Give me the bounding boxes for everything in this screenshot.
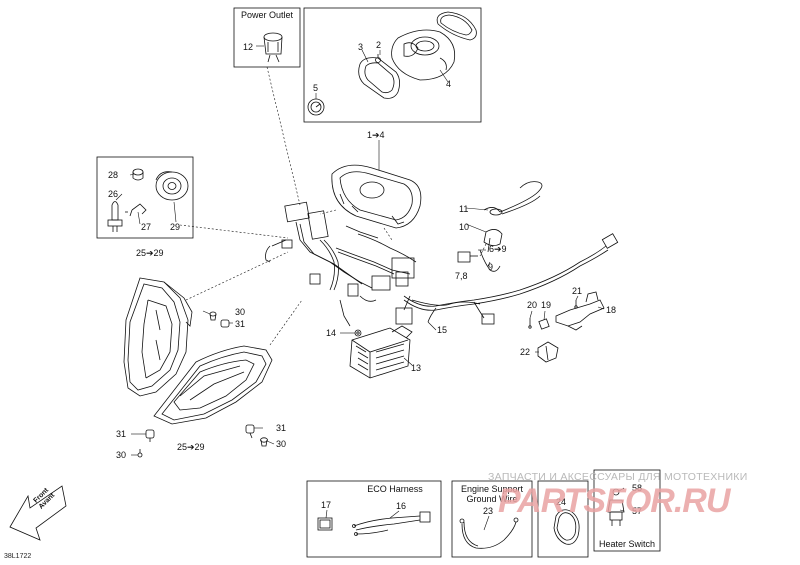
- callout-26: 26: [108, 189, 119, 199]
- callout-14: 14: [326, 328, 337, 338]
- watermark-text: ЗАПЧАСТИ И АКСЕССУАРЫ ДЛЯ МОТОТЕХНИКИ: [488, 471, 748, 483]
- headlight-assembly-part: [123, 277, 193, 397]
- callout-31-c: 31: [276, 423, 287, 433]
- bulb-clip-part: [129, 203, 147, 217]
- analog-gauge-part: [307, 98, 325, 116]
- main-harness-part: [265, 201, 481, 327]
- callout-12: 12: [243, 42, 254, 52]
- heater-switch-title: Heater Switch: [598, 539, 656, 549]
- screw-part-2: [375, 54, 381, 63]
- fastener-19-part: [538, 318, 550, 330]
- engine-support-title-line1: Engine Support: [460, 484, 524, 494]
- callout-30-b: 30: [116, 450, 127, 460]
- callout-24: 24: [556, 497, 567, 507]
- headlight-lens-part: [153, 345, 273, 425]
- power-outlet-part: [263, 32, 283, 63]
- callout-27: 27: [141, 222, 152, 232]
- callout-18: 18: [606, 305, 617, 315]
- screw-21-part: [574, 300, 578, 309]
- power-outlet-title: Power Outlet: [240, 10, 294, 20]
- callout-15: 15: [437, 325, 448, 335]
- connector-6-9-part: [457, 181, 543, 272]
- diagram-code: 38L1722: [4, 553, 32, 560]
- callout-19: 19: [541, 300, 552, 310]
- callout-10: 10: [459, 222, 470, 232]
- callout-21: 21: [572, 286, 583, 296]
- ground-wire-part: [459, 517, 519, 549]
- eco-harness-part: [352, 511, 431, 536]
- screw-30-bottom-left-part: [137, 449, 143, 458]
- bracket-18-part: [555, 291, 605, 331]
- bulb-cover-part: [155, 171, 189, 201]
- front-arrow-icon: [9, 485, 67, 541]
- engine-support-frame: [451, 480, 533, 558]
- screw-20-part: [528, 318, 532, 329]
- callout-3: 3: [358, 42, 364, 52]
- callout-30-a: 30: [235, 307, 246, 317]
- callout-16: 16: [396, 501, 407, 511]
- callout-25to29-bottom: 25➔29: [177, 442, 205, 452]
- grommet-30-part: [209, 311, 217, 321]
- heater-switch-part: [607, 488, 625, 526]
- callout-31-a: 31: [235, 319, 246, 329]
- harness-15-part: [403, 233, 619, 325]
- callout-23: 23: [483, 506, 494, 516]
- clip-31-part: [220, 319, 230, 328]
- callout-28: 28: [108, 170, 119, 180]
- voltage-regulator-part: [349, 325, 413, 379]
- callout-17: 17: [321, 500, 332, 510]
- engine-support-title-line2: Ground Wire: [466, 494, 518, 504]
- leader-lines: [115, 45, 625, 531]
- callout-5: 5: [313, 83, 319, 93]
- callout-4: 4: [446, 79, 452, 89]
- assembly-lines: [179, 66, 487, 346]
- clip-31-bottom-right-part: [245, 424, 255, 439]
- eco-harness-title: ECO Harness: [367, 484, 423, 494]
- heater-switch-frame: [593, 469, 661, 552]
- gauge-bezel-part: [436, 11, 477, 41]
- gasket-part: [553, 509, 580, 545]
- eco-switch-part: [317, 517, 333, 531]
- bulb-frame: [96, 156, 194, 239]
- gauge-cluster-frame: [303, 7, 482, 123]
- instrument-cluster-part: [331, 164, 422, 229]
- grommet-30-bottom-right-part: [260, 437, 268, 447]
- callout-29: 29: [170, 222, 181, 232]
- callout-20: 20: [527, 300, 538, 310]
- watermark-logo: PARTSFOR.RU: [498, 482, 730, 520]
- callout-25to29-top: 25➔29: [136, 248, 164, 258]
- callout-11: 11: [459, 204, 469, 214]
- clip-31-bottom-left-part: [145, 429, 155, 442]
- callout-58: 58: [632, 483, 643, 493]
- callout-31-b: 31: [116, 429, 127, 439]
- callout-6to9: 6➔9: [489, 244, 507, 254]
- callout-22: 22: [520, 347, 531, 357]
- nut-14-part: [354, 329, 362, 337]
- callout-9: 9: [488, 262, 494, 272]
- gasket-frame: [537, 480, 589, 558]
- switch-22-part: [537, 341, 559, 363]
- gauge-housing-part: [391, 29, 456, 81]
- callout-2: 2: [376, 40, 382, 50]
- eco-harness-frame: [306, 480, 442, 558]
- gauge-mount-plate-part: [358, 57, 400, 99]
- callout-7-8: 7,8: [455, 271, 468, 281]
- bulb-socket-part: [132, 168, 144, 181]
- bulb-part: [107, 201, 128, 232]
- callout-30-c: 30: [276, 439, 287, 449]
- callout-57: 57: [632, 506, 643, 516]
- callout-1to4: 1➔4: [367, 130, 385, 140]
- callout-13: 13: [411, 363, 422, 373]
